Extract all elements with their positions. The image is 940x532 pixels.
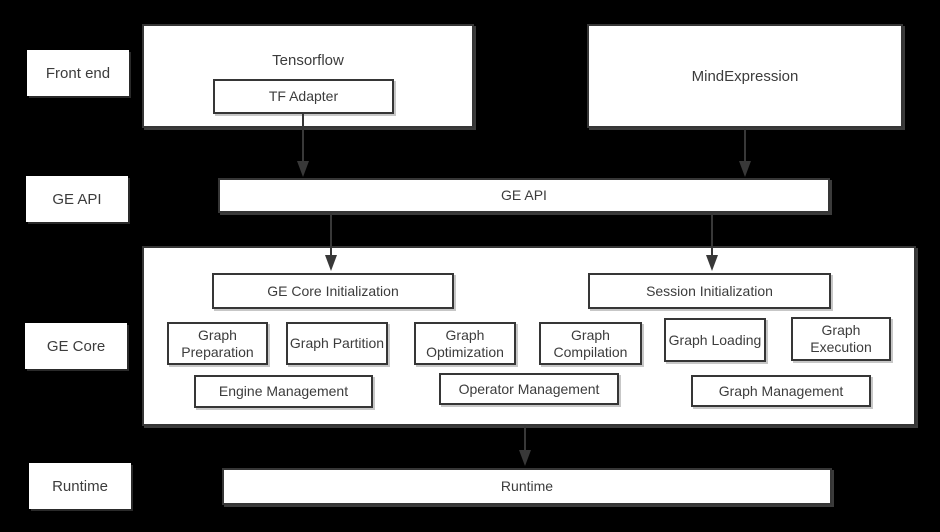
graph-execution-box: Graph Execution <box>791 317 891 361</box>
mindexpression-label: MindExpression <box>691 67 799 85</box>
graph-partition-label: Graph Partition <box>289 335 385 351</box>
tf-adapter-box: TF Adapter <box>213 79 394 114</box>
arrow-line <box>302 114 304 161</box>
row-label-front-end: Front end <box>27 50 129 96</box>
ge-core-initialization-box: GE Core Initialization <box>212 273 454 309</box>
arrow-line <box>524 426 526 450</box>
row-label-ge-api: GE API <box>26 176 128 222</box>
graph-compilation-box: Graph Compilation <box>539 322 642 365</box>
ge-api-bar: GE API <box>218 178 830 213</box>
arrow-head-icon <box>297 161 309 177</box>
ge-core-initialization-label: GE Core Initialization <box>267 282 399 299</box>
operator-management-box: Operator Management <box>439 373 619 405</box>
arrow-head-icon <box>519 450 531 466</box>
graph-partition-box: Graph Partition <box>286 322 388 365</box>
graph-preparation-label: Graph Preparation <box>181 326 254 360</box>
mindexpression-box: MindExpression <box>587 24 903 128</box>
session-initialization-box: Session Initialization <box>588 273 831 309</box>
session-initialization-label: Session Initialization <box>646 282 773 299</box>
graph-execution-label: Graph Execution <box>810 322 872 355</box>
engine-management-box: Engine Management <box>194 375 373 408</box>
row-label-ge-core: GE Core <box>25 323 127 369</box>
graph-optimization-label: Graph Optimization <box>426 326 504 360</box>
engine-management-label: Engine Management <box>218 383 349 399</box>
arrow-head-icon <box>739 161 751 177</box>
arrow-line <box>330 213 332 255</box>
graph-loading-box: Graph Loading <box>664 318 766 362</box>
graph-loading-label: Graph Loading <box>668 331 762 348</box>
graph-compilation-label: Graph Compilation <box>553 326 628 360</box>
tensorflow-label: Tensorflow <box>272 52 344 69</box>
ge-api-bar-label: GE API <box>501 187 547 203</box>
arrow-line <box>711 213 713 255</box>
graph-optimization-box: Graph Optimization <box>414 322 516 365</box>
arrow-line <box>744 129 746 161</box>
graph-management-box: Graph Management <box>691 375 871 407</box>
runtime-bar: Runtime <box>222 468 832 505</box>
tf-adapter-label: TF Adapter <box>268 88 339 104</box>
runtime-bar-label: Runtime <box>500 478 554 494</box>
row-label-runtime: Runtime <box>29 463 131 509</box>
graph-preparation-box: Graph Preparation <box>167 322 268 365</box>
graph-management-label: Graph Management <box>718 382 844 399</box>
operator-management-label: Operator Management <box>458 380 600 397</box>
arrow-head-icon <box>706 255 718 271</box>
arrow-head-icon <box>325 255 337 271</box>
